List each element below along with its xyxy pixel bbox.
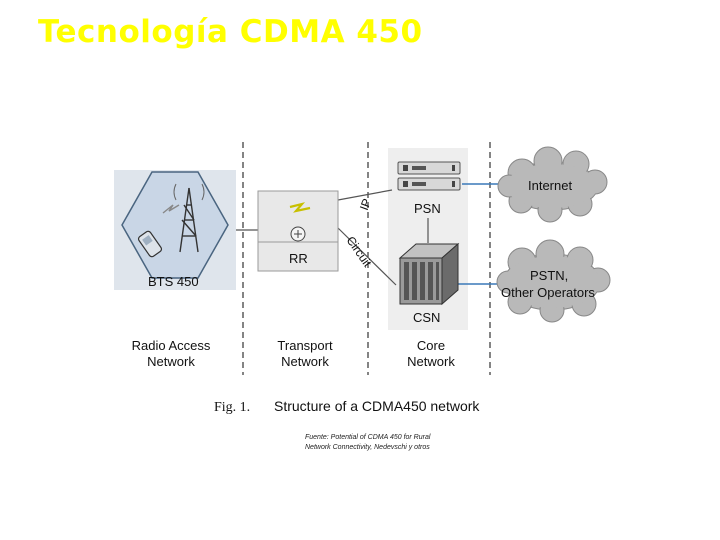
column-label-core: Core [417, 338, 445, 353]
server-icon [397, 161, 461, 191]
slide-title: Tecnología CDMA 450 [38, 14, 423, 50]
link-circuit [337, 227, 397, 286]
column-label-radio-access: Radio Access [132, 338, 211, 353]
link-ip [337, 189, 393, 201]
cloud-icon [496, 239, 611, 323]
pstn-label-line2: Other Operators [501, 285, 595, 300]
column-sublabel-radio-access: Network [147, 354, 195, 369]
figure-caption-prefix: Fig. 1. [214, 400, 250, 415]
lightning-icon [162, 204, 180, 214]
tower-icon [173, 183, 205, 253]
pstn-label-line1: PSTN, [530, 268, 568, 283]
switch-cabinet-icon [398, 242, 460, 306]
source-line-1: Fuente: Potential of CDMA 450 for Rural [305, 434, 431, 441]
column-sublabel-transport: Network [281, 354, 329, 369]
internet-cloud: Internet [497, 146, 608, 223]
bts-label: BTS 450 [148, 274, 199, 289]
figure-caption-text: Structure of a CDMA450 network [274, 398, 480, 414]
phone-icon [137, 230, 163, 258]
psn-node: PSN [397, 161, 461, 216]
csn-label: CSN [413, 310, 440, 325]
source-line-2: Network Connectivity, Nedevschi y otros [305, 444, 430, 451]
rr-node: RR [257, 190, 339, 272]
psn-label: PSN [414, 201, 441, 216]
column-sublabel-core: Network [407, 354, 455, 369]
pstn-cloud: PSTN, Other Operators [496, 239, 611, 323]
internet-label: Internet [528, 178, 572, 193]
lightning-icon [289, 202, 311, 213]
csn-node: CSN [398, 242, 460, 325]
circuit-link-label: Circuit [344, 234, 375, 270]
column-label-transport: Transport [277, 338, 333, 353]
bts-450-node: BTS 450 [114, 170, 236, 290]
rr-label: RR [289, 251, 308, 266]
source-citation: Fuente: Potential of CDMA 450 for Rural … [305, 433, 475, 453]
ip-link-label: IP [357, 197, 374, 212]
cloud-icon [497, 146, 608, 223]
